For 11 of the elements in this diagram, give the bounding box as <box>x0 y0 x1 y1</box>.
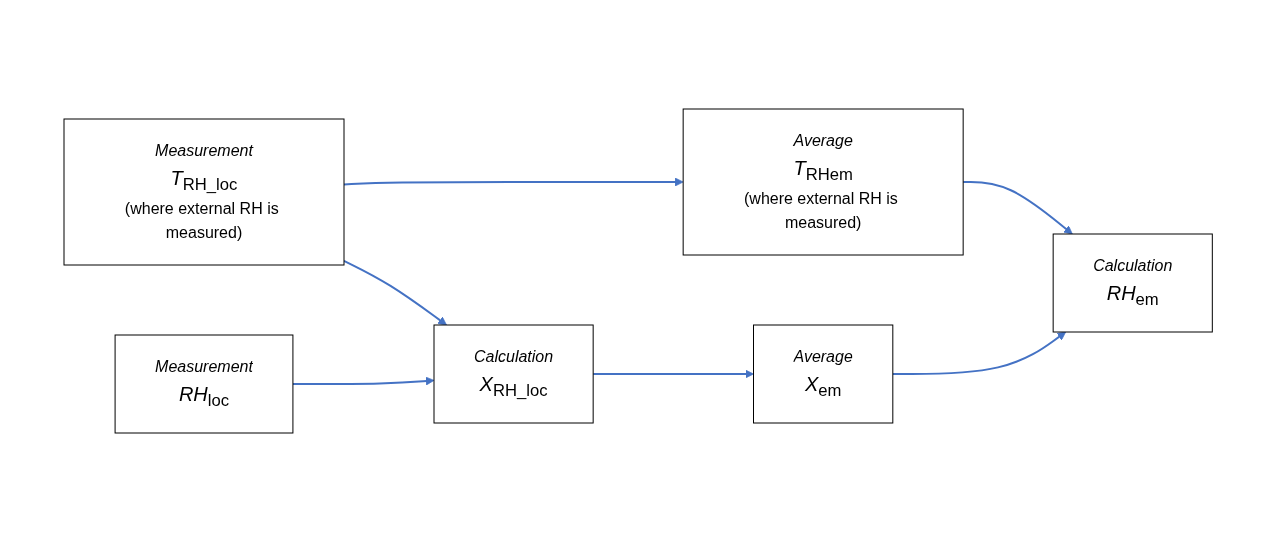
node-box: Calculation RH$_{em}$ <box>1053 233 1214 332</box>
arrow <box>343 177 684 186</box>
node-box: Average X$_{em}$ <box>753 324 894 423</box>
node-box: Average T$_{RHem}$ (where external RH is measured) <box>683 108 964 255</box>
node-box: Measurement RH$_{loc}$ <box>114 334 294 433</box>
arrow <box>343 259 448 325</box>
node-box: Measurement T$_{RH_loc}$ (where external RH is measured) <box>63 118 345 265</box>
node-box: Calculation X$_{RH_loc}$ <box>433 324 594 423</box>
arrow <box>892 331 1067 375</box>
arrow <box>292 376 435 385</box>
arrow <box>962 180 1074 234</box>
